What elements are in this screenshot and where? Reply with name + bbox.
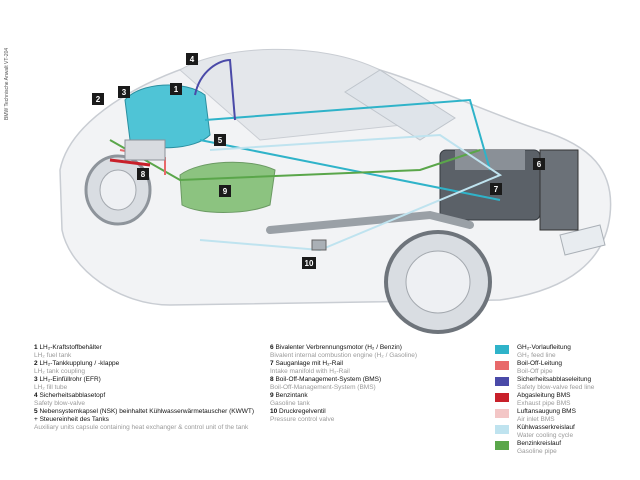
line-label-de: Abgasleitung BMS xyxy=(517,392,571,399)
radiator xyxy=(539,149,579,231)
pressure-control-valve xyxy=(311,239,327,251)
item-label-de: LH₂-Tankkupplung / -klappe xyxy=(39,360,120,367)
callout-2: 2 xyxy=(92,93,104,105)
exhaust-pipe xyxy=(266,210,474,234)
line-label-de: Sicherheitsabblaseleitung xyxy=(517,376,592,383)
callout-9: 9 xyxy=(219,185,231,197)
line-label-en: Gasoline pipe xyxy=(517,448,557,455)
line-label-en: GH₂ feed line xyxy=(517,352,556,359)
callout-6: 6 xyxy=(533,158,545,170)
lh2-fuel-tank xyxy=(124,84,211,149)
item-label-de: Nebensystemkapsel (NSK) beinhaltet Kühlw… xyxy=(34,408,255,423)
item-label-en: Bivalent internal combustion engine (H₂ … xyxy=(270,352,418,359)
line-label-en: Safety blow-valve feed line xyxy=(517,384,595,391)
line-label-de: Luftansaugung BMS xyxy=(517,408,576,415)
item-label-de: Boil-Off-Management-System (BMS) xyxy=(275,376,382,383)
item-number: 1 xyxy=(34,344,38,351)
line-label-de: Benzinkreislauf xyxy=(517,440,562,447)
line-label-en: Boil-Off pipe xyxy=(517,368,553,375)
item-number: 6 xyxy=(270,344,274,351)
item-number: 2 xyxy=(34,360,38,367)
swatch xyxy=(495,361,509,370)
item-label-en: Boil-Off-Management-System (BMS) xyxy=(270,384,376,391)
legend-item-7: 7 Sauganlage mit H₂-Rail Intake manifold… xyxy=(270,360,490,376)
legend-item-6: 6 Bivalenter Verbrennungsmotor (H₂ / Ben… xyxy=(270,344,490,360)
line-label-de: Boil-Off-Leitung xyxy=(517,360,563,367)
swatch xyxy=(495,345,509,354)
swatch xyxy=(495,441,509,450)
legend-column-2: 6 Bivalenter Verbrennungsmotor (H₂ / Ben… xyxy=(270,344,490,424)
item-number: 3 xyxy=(34,376,38,383)
bms-unit xyxy=(124,139,166,161)
item-label-en: LH₂ tank coupling xyxy=(34,368,85,375)
item-label-de: Benzintank xyxy=(275,392,308,399)
item-label-de: Sicherheitsabblasetopf xyxy=(39,392,106,399)
item-number: 7 xyxy=(270,360,274,367)
item-label-de: LH₂-Einfüllrohr (EFR) xyxy=(39,376,101,383)
legend-column-1: 1 LH₂-Kraftstoffbehälter LH₂ fuel tank 2… xyxy=(34,344,259,432)
swatch xyxy=(495,377,509,386)
swatch xyxy=(495,393,509,402)
item-number: 10 xyxy=(270,408,278,415)
item-label-de: Druckregelventil xyxy=(279,408,326,415)
swatch xyxy=(495,409,509,418)
line-label-en: Water cooling cycle xyxy=(517,432,574,439)
item-label-en: LH₂ fill tube xyxy=(34,384,68,391)
callout-1: 1 xyxy=(170,83,182,95)
headlight xyxy=(559,224,606,256)
line-label-de: Kühlwasserkreislauf xyxy=(517,424,575,431)
callout-8: 8 xyxy=(137,168,149,180)
gh2-feed-line xyxy=(204,98,491,171)
car-illustration xyxy=(59,48,612,334)
item-label-de: Bivalenter Verbrennungsmotor (H₂ / Benzi… xyxy=(275,344,402,351)
gh2-feed-line-2 xyxy=(199,139,501,201)
callout-5: 5 xyxy=(214,134,226,146)
item-label-en: Intake manifold with H₂-Rail xyxy=(270,368,350,375)
legend-item-2: 2 LH₂-Tankkupplung / -klappe LH₂ tank co… xyxy=(34,360,259,376)
safety-blow-valve-line xyxy=(194,58,236,121)
item-label-en: LH₂ fuel tank xyxy=(34,352,72,359)
front-wheel-rim xyxy=(405,250,471,314)
item-label-en: Safety blow-valve xyxy=(34,400,85,407)
legend-item-5: 5 Nebensystemkapsel (NSK) beinhaltet Küh… xyxy=(34,408,259,432)
line-label-en: Air inlet BMS xyxy=(517,416,555,423)
item-label-en: Pressure control valve xyxy=(270,416,335,423)
line-label-en: Exhaust pipe BMS xyxy=(517,400,571,407)
item-label-en: Gasoline tank xyxy=(270,400,310,407)
legend-item-3: 3 LH₂-Einfüllrohr (EFR) LH₂ fill tube xyxy=(34,376,259,392)
item-label-en: Auxiliary units capsule containing heat … xyxy=(34,424,249,431)
line-label-de: GH₂-Vorlaufleitung xyxy=(517,344,571,351)
callout-7: 7 xyxy=(490,183,502,195)
water-cooling-line xyxy=(199,133,503,252)
legend-item-4: 4 Sicherheitsabblasetopf Safety blow-val… xyxy=(34,392,259,408)
engine-cover xyxy=(455,150,525,170)
item-number: 8 xyxy=(270,376,274,383)
item-number: 4 xyxy=(34,392,38,399)
legend-item-1: 1 LH₂-Kraftstoffbehälter LH₂ fuel tank xyxy=(34,344,259,360)
callout-10: 10 xyxy=(302,257,316,269)
legend: 1 LH₂-Kraftstoffbehälter LH₂ fuel tank 2… xyxy=(34,344,634,474)
callout-4: 4 xyxy=(186,53,198,65)
legend-item-10: 10 Druckregelventil Pressure control val… xyxy=(270,408,490,424)
callout-3: 3 xyxy=(118,86,130,98)
legend-item-9: 9 Benzintank Gasoline tank xyxy=(270,392,490,408)
legend-item-8: 8 Boil-Off-Management-System (BMS) Boil-… xyxy=(270,376,490,392)
item-label-de: LH₂-Kraftstoffbehälter xyxy=(39,344,102,351)
item-number: 9 xyxy=(270,392,274,399)
item-label-de: Sauganlage mit H₂-Rail xyxy=(275,360,343,367)
swatch xyxy=(495,425,509,434)
item-number: 5 xyxy=(34,408,38,415)
rear-wheel-rim xyxy=(99,169,137,211)
bms-exhaust-pipe xyxy=(109,158,151,167)
